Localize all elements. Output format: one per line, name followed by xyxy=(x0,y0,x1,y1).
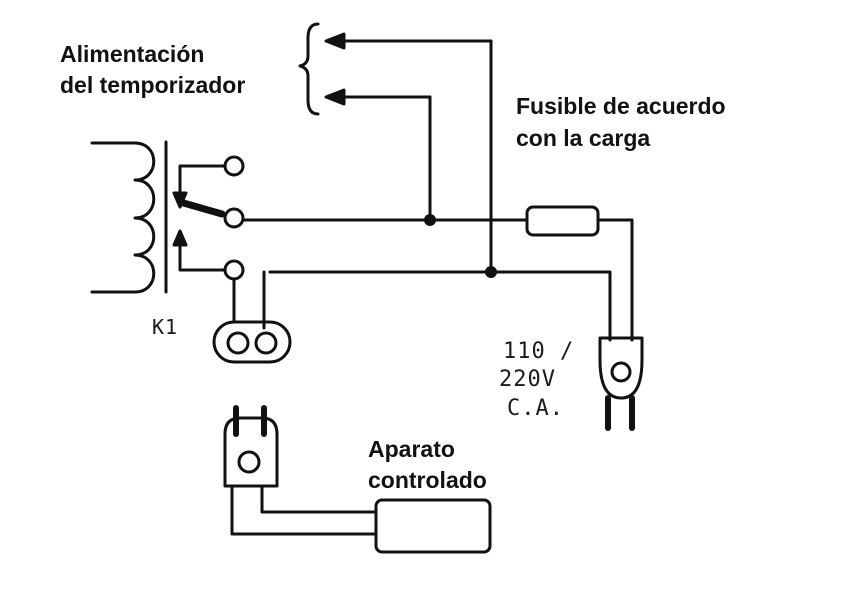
nc-contact-wire xyxy=(178,164,227,202)
fuse-label-line1: Fusible de acuerdo xyxy=(516,93,726,119)
junction-dot-left xyxy=(424,214,436,226)
fuse-to-plug-wire xyxy=(596,218,634,342)
fuse-label-line2: con la carga xyxy=(516,125,651,151)
return-to-plug-wire xyxy=(268,270,612,342)
device-plug-hole xyxy=(237,450,261,474)
timer-power-brace xyxy=(298,22,320,116)
arrow-head-top-icon xyxy=(324,32,346,50)
voltage-label-line2: 220V xyxy=(499,367,556,392)
relay-coil-k1 xyxy=(133,141,156,294)
contact-nc-terminal xyxy=(223,155,245,177)
contact-no-terminal xyxy=(223,259,245,281)
fuse xyxy=(525,205,600,237)
contact-common-terminal xyxy=(223,207,245,229)
mains-plug-hole xyxy=(610,361,632,383)
device-label-line2: controlado xyxy=(368,467,487,493)
controlled-device xyxy=(374,498,492,554)
voltage-label-line1: 110 / xyxy=(503,339,575,364)
arrow-head-bottom-icon xyxy=(324,88,346,106)
no-contact-arrow-icon xyxy=(172,229,188,247)
relay-armature xyxy=(176,198,226,218)
outlet-hole-right xyxy=(254,331,278,355)
device-cord-outer xyxy=(230,484,378,536)
outlet-socket xyxy=(212,320,292,364)
no-contact-wire xyxy=(178,236,227,272)
timer-power-label-line2: del temporizador xyxy=(60,72,246,98)
device-label-line1: Aparato xyxy=(368,436,455,462)
device-plug xyxy=(223,416,279,488)
voltage-label-line3: C.A. xyxy=(507,396,564,421)
mains-plug xyxy=(598,336,644,400)
relay-id-label: K1 xyxy=(152,315,179,339)
device-cord-inner xyxy=(260,484,378,514)
junction-dot-right xyxy=(485,266,497,278)
timer-power-label-line1: Alimentación xyxy=(60,41,205,67)
outlet-hole-left xyxy=(226,331,250,355)
